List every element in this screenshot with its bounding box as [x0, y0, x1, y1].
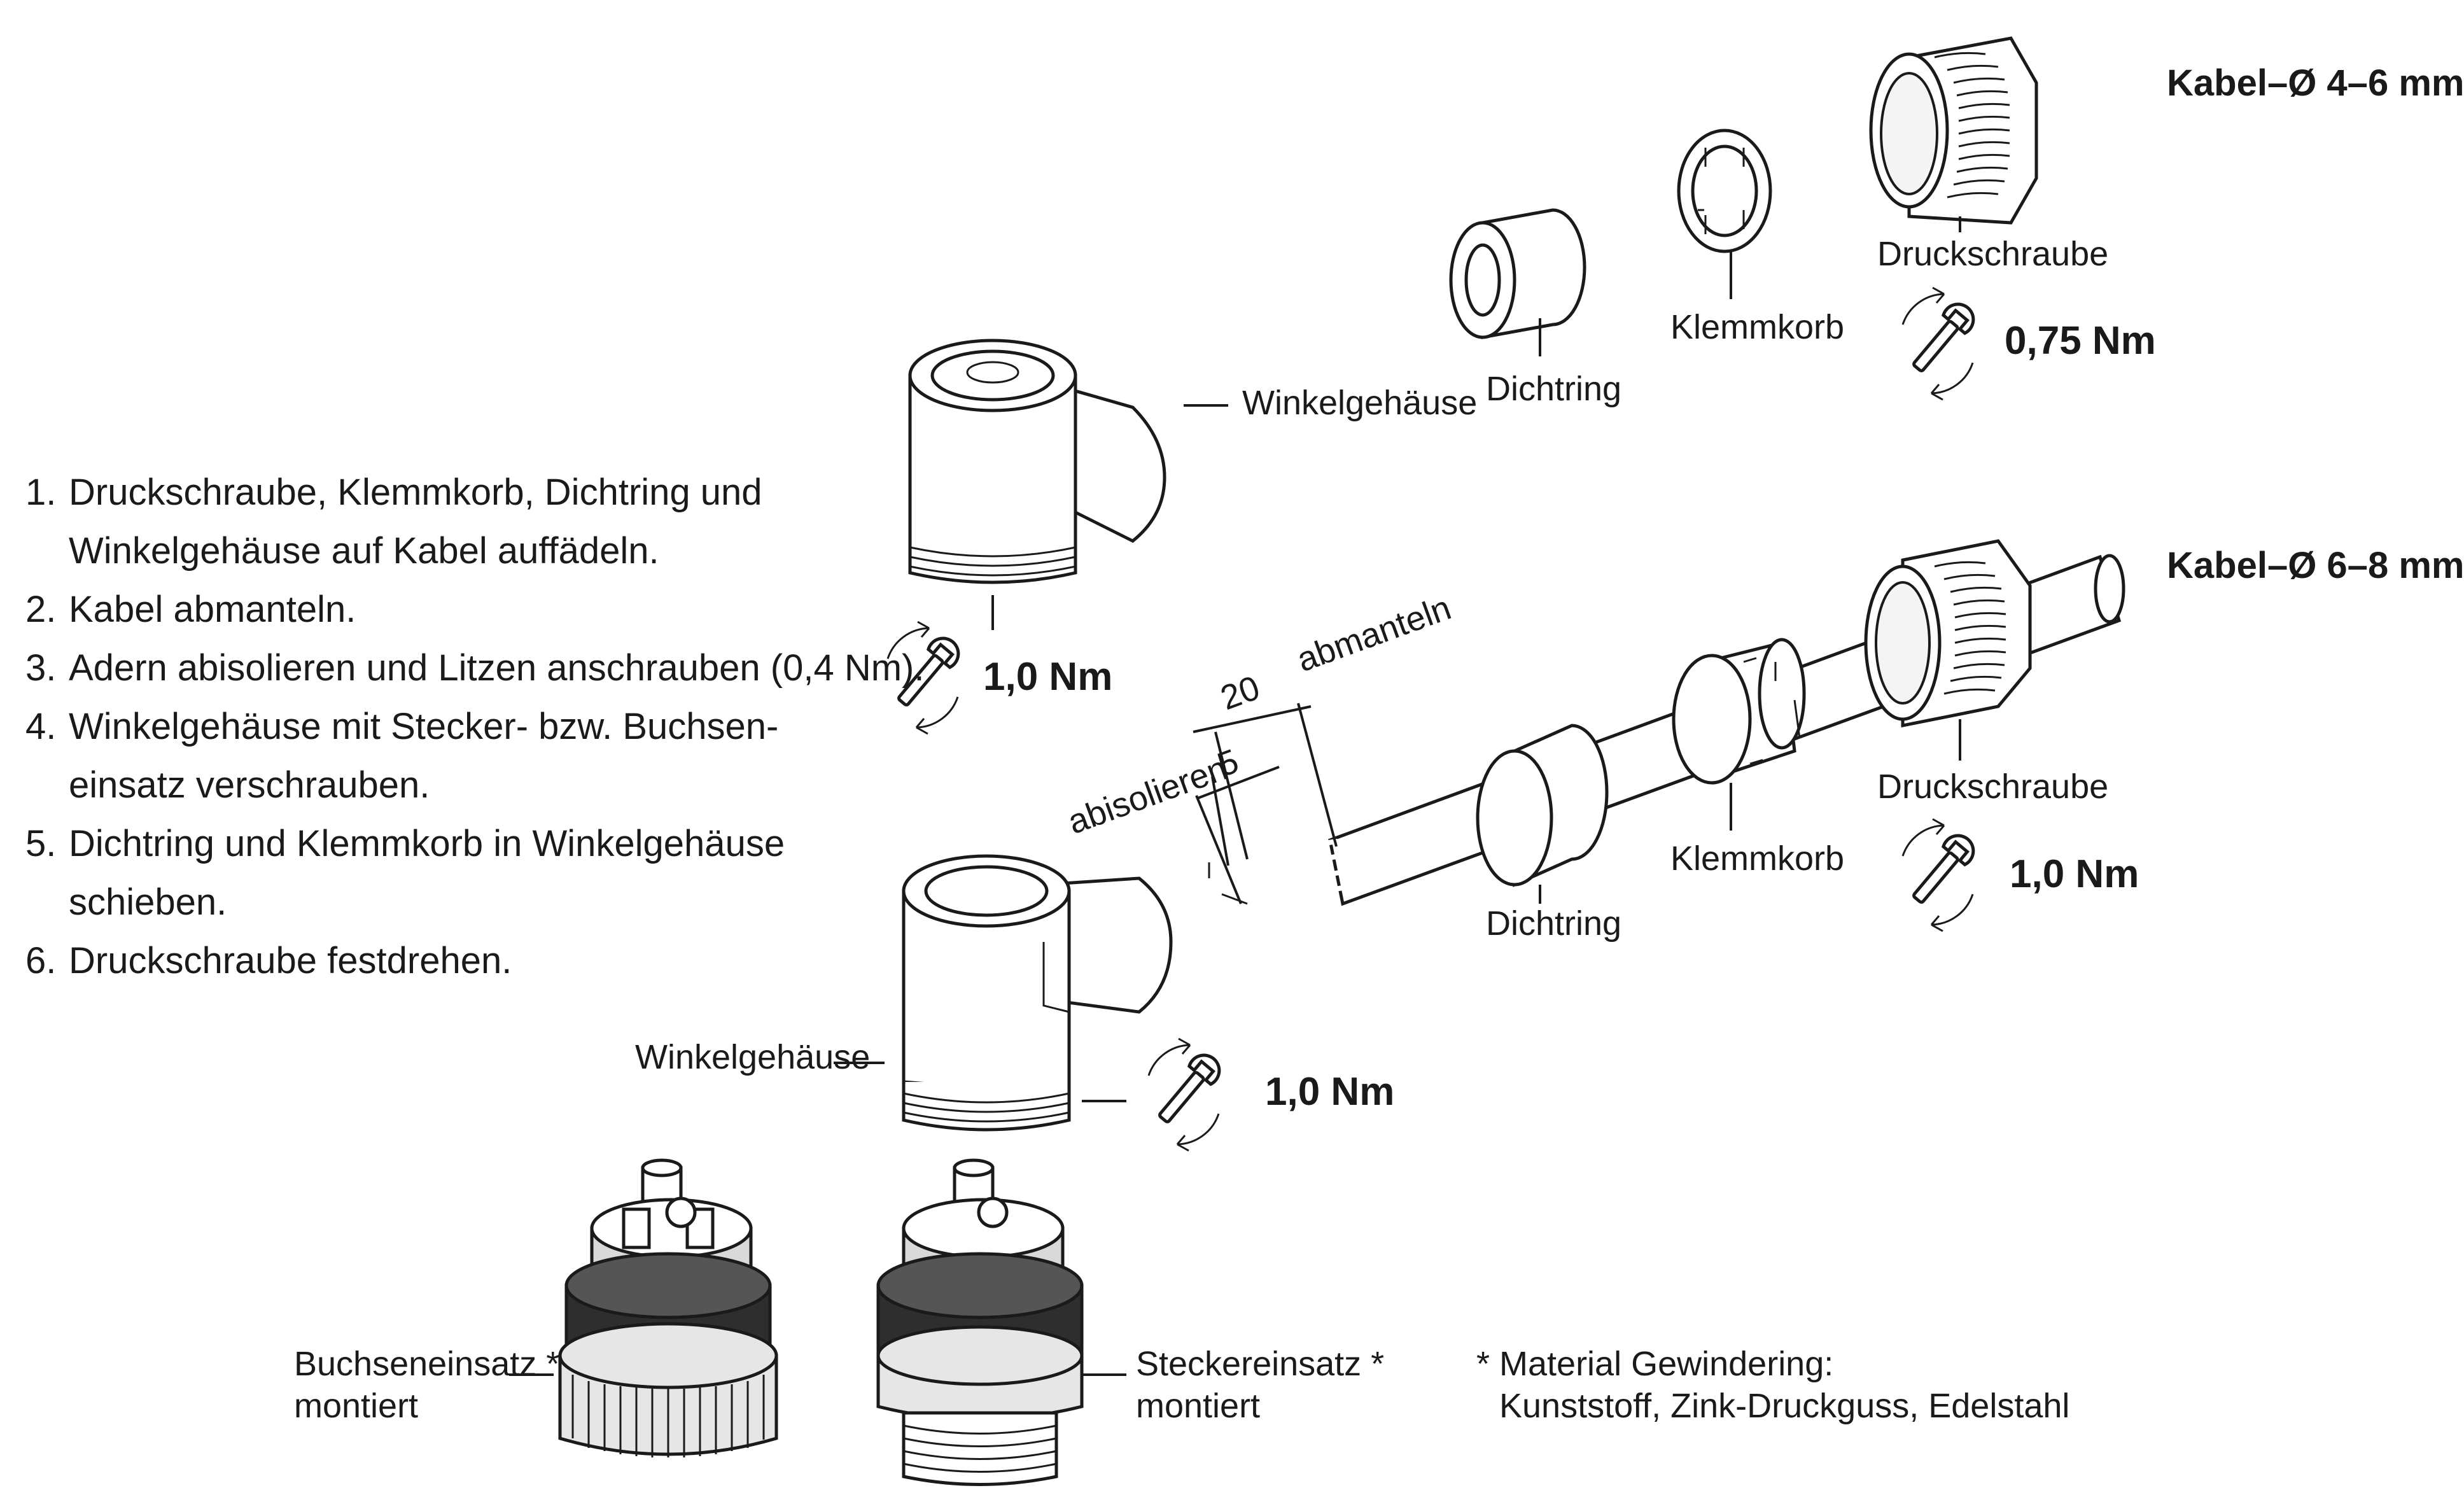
material-line2: Kunststoff, Zink-Druckguss, Edelstahl [1499, 1387, 2070, 1425]
torque-top-housing: 1,0 Nm [983, 655, 1113, 699]
winkelgehaeuse-low-part [834, 854, 1173, 1132]
step-3: 3.Adern abisolieren und Litzen anschraub… [25, 647, 925, 689]
buchseneinsatz-label: Buchseneinsatz * montiert [294, 1343, 559, 1427]
step-1: 1.Druckschraube, Klemmkorb, Dichtring un… [25, 472, 762, 572]
steckereinsatz-line1: Steckereinsatz * [1136, 1345, 1385, 1383]
wrench-rotate-icon [1903, 288, 1980, 400]
cable-small-label: Kabel–Ø 4–6 mm [2167, 62, 2464, 104]
druckschraube-top-label: Druckschraube [1877, 235, 2109, 273]
buchseneinsatz-line1: Buchseneinsatz * [294, 1345, 560, 1383]
buchseneinsatz-line2: montiert [294, 1387, 419, 1425]
steckereinsatz-line2: montiert [1136, 1387, 1261, 1425]
dichtring-top-label: Dichtring [1486, 370, 1622, 408]
torque-low-housing: 1,0 Nm [1265, 1070, 1395, 1114]
torque-mid-screw: 1,0 Nm [2010, 852, 2139, 896]
winkelgehaeuse-top-part [908, 339, 1228, 630]
cable-large-label: Kabel–Ø 6–8 mm [2167, 545, 2464, 586]
torque-top-screw: 0,75 Nm [2005, 319, 2156, 363]
dichtring-mid-label: Dichtring [1486, 904, 1622, 943]
klemmkorb-top-part [1677, 129, 1772, 299]
klemmkorb-mid-label: Klemmkorb [1670, 839, 1845, 878]
dichtring-mid-part [1476, 724, 1609, 904]
klemmkorb-top-label: Klemmkorb [1670, 308, 1845, 346]
steckereinsatz-part [876, 1158, 1126, 1486]
steckereinsatz-label: Steckereinsatz * montiert [1136, 1343, 1384, 1427]
druckschraube-top-part [1869, 36, 2038, 232]
step-2: 2.Kabel abmanteln. [25, 589, 356, 630]
step-4: 4.Winkelgehäuse mit Stecker- bzw. Buchse… [25, 706, 779, 806]
wrench-rotate-icon [1149, 1039, 1226, 1151]
step-6: 6.Druckschraube festdrehen. [25, 940, 512, 981]
step-5: 5.Dichtring und Klemmkorb in Winkelgehäu… [25, 823, 785, 923]
druckschraube-mid-label: Druckschraube [1877, 768, 2109, 806]
klemmkorb-mid-part [1672, 638, 1806, 831]
material-note: * Material Gewindering: Kunststoff, Zink… [1476, 1343, 2069, 1427]
dichtring-top-part [1449, 208, 1586, 356]
winkelgehaeuse-top-label: Winkelgehäuse [1242, 384, 1478, 422]
material-line1: * Material Gewindering: [1476, 1345, 1834, 1383]
winkelgehaeuse-low-label: Winkelgehäuse [635, 1038, 871, 1076]
instruction-steps: 1.Druckschraube, Klemmkorb, Dichtring un… [25, 463, 924, 990]
buchseneinsatz-part [509, 1158, 778, 1457]
wrench-rotate-icon [1903, 819, 1980, 931]
druckschraube-mid-part [1864, 539, 2032, 761]
